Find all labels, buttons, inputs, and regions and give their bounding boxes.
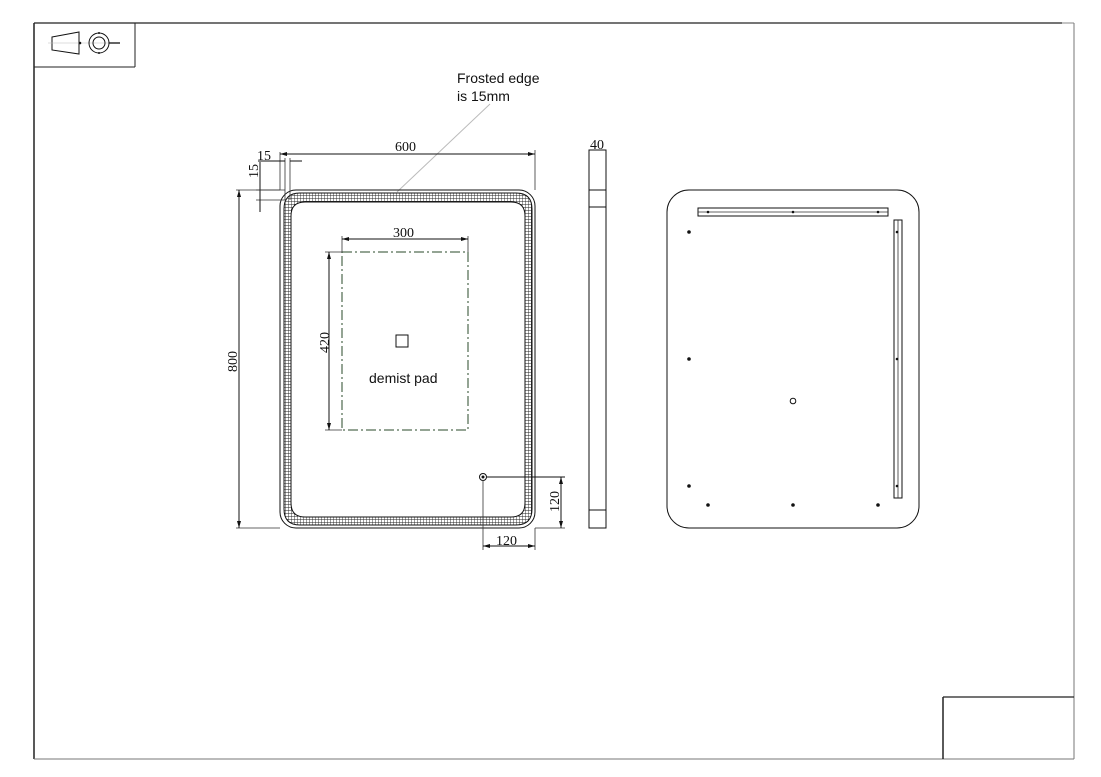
projection-symbol-box bbox=[34, 23, 136, 68]
touch-switch: 120 120 bbox=[479, 473, 565, 550]
frosted-edge-band bbox=[283, 192, 533, 526]
demist-pad-outline bbox=[341, 251, 469, 431]
demist-width-label: 300 bbox=[393, 226, 414, 241]
side-view: 40 bbox=[588, 138, 607, 529]
frost-offset-x-dimension: 15 bbox=[257, 149, 302, 200]
switch-offset-y-label: 120 bbox=[548, 491, 563, 512]
front-view: 600 15 15 800 demist bbox=[226, 140, 565, 550]
height-label: 800 bbox=[226, 351, 241, 372]
note-line-1: Frosted edge bbox=[457, 70, 540, 86]
switch-offset-x-label: 120 bbox=[496, 534, 517, 549]
depth-label: 40 bbox=[590, 138, 604, 153]
note-line-2: is 15mm bbox=[457, 88, 510, 104]
width-label: 600 bbox=[395, 140, 416, 155]
leader-line bbox=[396, 103, 491, 193]
frost-offset-x-label: 15 bbox=[257, 149, 271, 164]
top-mounting-rail bbox=[697, 207, 889, 217]
drawing-frame bbox=[33, 22, 1075, 760]
side-mounting-rail bbox=[893, 219, 903, 499]
demist-pad-label: demist pad bbox=[369, 370, 437, 386]
title-block bbox=[942, 696, 1074, 759]
frosted-edge-note: Frosted edge is 15mm bbox=[396, 70, 540, 193]
rear-view bbox=[666, 189, 920, 529]
height-dimension: 800 bbox=[226, 189, 280, 529]
fixing-points bbox=[687, 230, 880, 507]
frost-offset-y-label: 15 bbox=[247, 164, 262, 178]
demist-height-label: 420 bbox=[318, 332, 333, 353]
demist-pad: demist pad 300 420 bbox=[318, 226, 469, 431]
third-angle-projection-icon bbox=[48, 31, 120, 55]
cable-hole bbox=[789, 397, 797, 405]
frost-offset-y-dimension: 15 bbox=[247, 162, 285, 212]
demist-pad-square bbox=[395, 334, 409, 348]
width-dimension: 600 bbox=[279, 140, 536, 190]
